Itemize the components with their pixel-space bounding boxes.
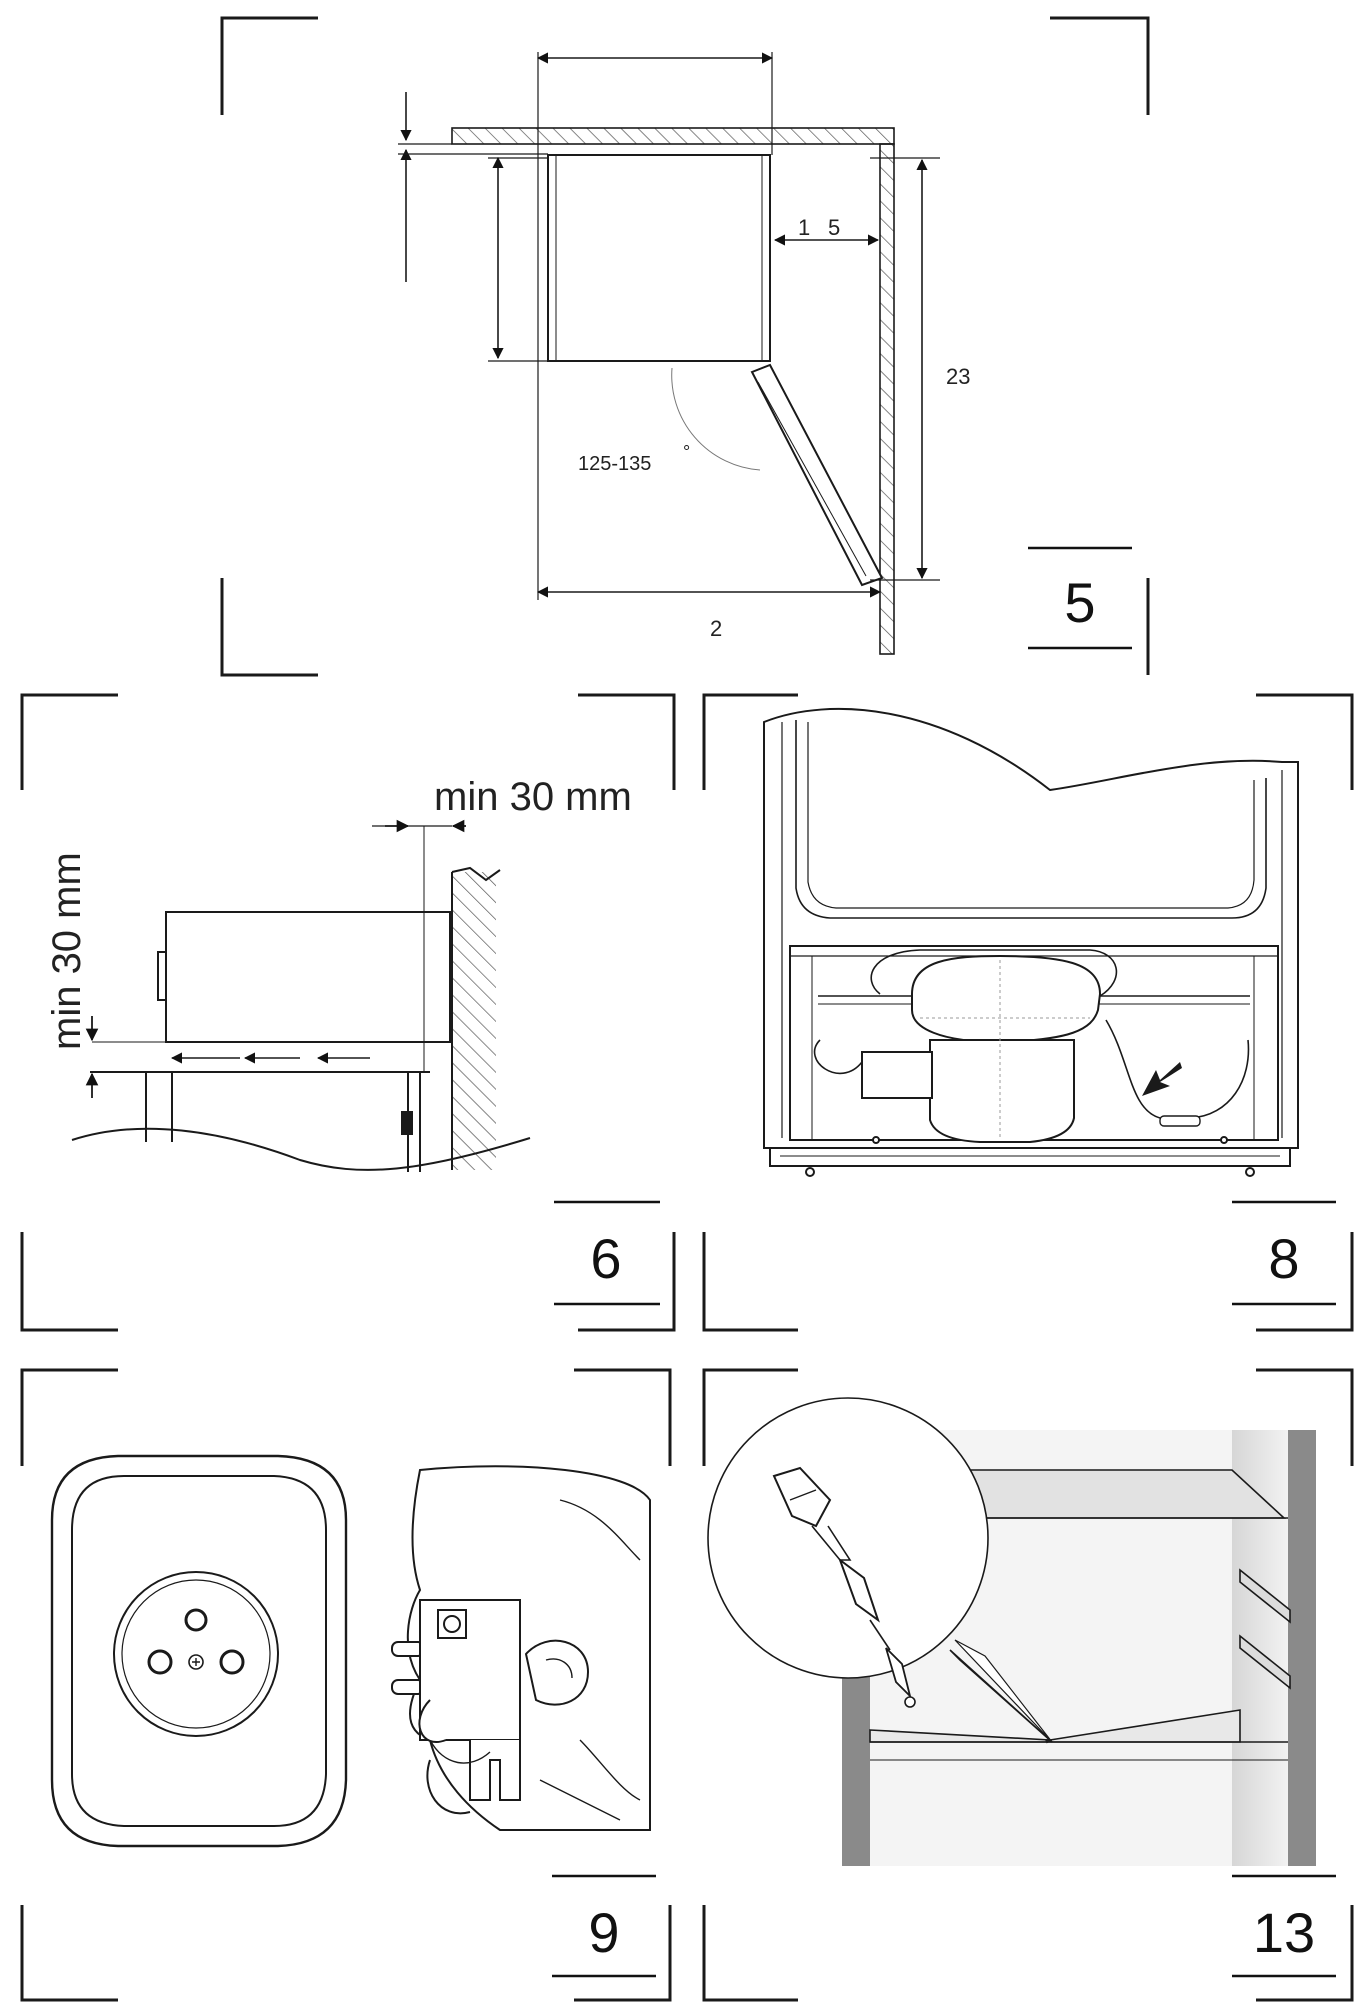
power-socket [50, 1454, 348, 1848]
fridge-interior [842, 1430, 1316, 1866]
dim-23: 23 [946, 364, 970, 389]
figure-number-5: 5 [1028, 546, 1132, 650]
figure-6-number: 6 [590, 1227, 621, 1290]
clearance-diagram [71, 819, 531, 1172]
crop-marks [20, 693, 676, 1332]
magnified-inset [707, 1397, 1053, 1743]
dim-5: 5 [828, 215, 840, 240]
dim-1: 1 [798, 215, 810, 240]
figure-number-13: 13 [1232, 1874, 1336, 1978]
bottom-clearance-label: min 30 mm [45, 852, 89, 1050]
figure-13-number: 13 [1253, 1901, 1315, 1964]
figure-9: 9 [20, 1368, 672, 2002]
crop-marks [220, 16, 1150, 677]
side-clearance-label: min 30 mm [434, 775, 632, 819]
figure-6: min 30 mm min 30 mm 6 [20, 693, 676, 1332]
door-angle-label: 125-135 [578, 453, 651, 475]
fridge-rear-compressor [763, 707, 1299, 1177]
dimension-labels: 1 5 23 125-135 ° 2 [578, 215, 970, 641]
figure-8: 8 [702, 693, 1354, 1332]
plug-in-hand [391, 1465, 651, 1831]
figure-number-8: 8 [1232, 1200, 1336, 1306]
figure-13: 13 [702, 1368, 1354, 2002]
dim-2: 2 [710, 616, 722, 641]
crop-marks [702, 1368, 1354, 2002]
figure-8-number: 8 [1268, 1227, 1299, 1290]
figure-5: 1 5 23 125-135 ° 2 5 [220, 16, 1150, 677]
fridge-top-view [398, 52, 940, 655]
figure-number-9: 9 [552, 1874, 656, 1978]
figure-9-number: 9 [588, 1901, 619, 1964]
figure-number-6: 6 [554, 1200, 660, 1306]
crop-marks [20, 1368, 672, 2002]
crop-marks [702, 693, 1354, 1332]
degree-symbol: ° [683, 442, 690, 462]
figure-5-number: 5 [1064, 571, 1095, 634]
